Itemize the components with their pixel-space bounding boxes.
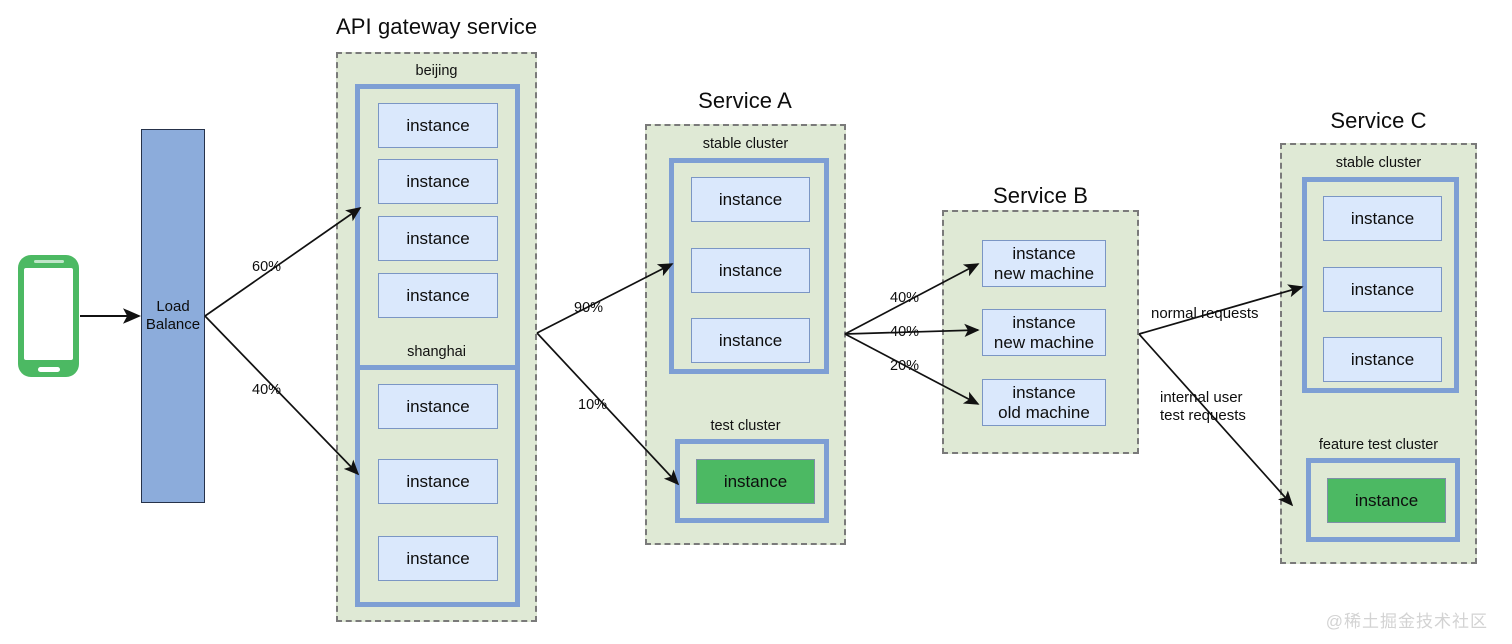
instance-label: instance bbox=[718, 330, 783, 350]
instance-label: instance bbox=[718, 260, 783, 280]
cluster-feature-test-c: instance bbox=[1306, 458, 1460, 542]
instance-box[interactable]: instance bbox=[378, 459, 498, 504]
service-b-group: instance new machine instance new machin… bbox=[942, 210, 1139, 454]
phone-speaker bbox=[33, 260, 64, 263]
service-c-title: Service C bbox=[1330, 108, 1427, 133]
instance-label: instance bbox=[1012, 383, 1076, 403]
load-balancer-label: Load Balance bbox=[145, 297, 201, 333]
instance-sublabel: new machine bbox=[993, 263, 1095, 283]
instance-label: instance bbox=[1350, 349, 1415, 369]
service-a-title: Service A bbox=[698, 88, 792, 113]
region-cluster-shanghai: instance instance instance bbox=[355, 365, 520, 607]
edge-label-a-b-3: 20% bbox=[890, 358, 920, 374]
watermark: @稀土掘金技术社区 bbox=[1325, 612, 1488, 631]
cluster-label-feature-test: feature test cluster bbox=[1318, 437, 1439, 453]
instance-box[interactable]: instance old machine bbox=[982, 379, 1106, 426]
instance-label: instance bbox=[718, 189, 783, 209]
instance-sublabel: old machine bbox=[998, 402, 1090, 422]
cluster-test-a: instance bbox=[675, 439, 829, 523]
region-cluster-beijing: instance instance instance instance bbox=[355, 84, 520, 382]
instance-box[interactable]: instance bbox=[378, 103, 498, 148]
instance-box[interactable]: instance new machine bbox=[982, 240, 1106, 287]
cluster-label-stable: stable cluster bbox=[702, 136, 789, 152]
instance-label: instance bbox=[723, 471, 788, 491]
instance-box[interactable]: instance bbox=[691, 177, 810, 222]
instance-box[interactable]: instance bbox=[378, 216, 498, 261]
instance-label: instance bbox=[406, 285, 470, 305]
instance-box[interactable]: instance bbox=[378, 384, 498, 429]
cluster-label-stable: stable cluster bbox=[1335, 155, 1422, 171]
api-gateway-title: API gateway service bbox=[336, 14, 538, 39]
cluster-stable-a: instance instance instance bbox=[669, 158, 829, 374]
load-balancer-node[interactable]: Load Balance bbox=[141, 129, 205, 503]
edge-label-lb-shanghai: 40% bbox=[252, 382, 282, 398]
instance-box[interactable]: instance bbox=[691, 318, 810, 363]
instance-box[interactable]: instance bbox=[1323, 337, 1442, 382]
instance-label: instance bbox=[1350, 279, 1415, 299]
instance-label: instance bbox=[406, 171, 470, 191]
mobile-phone-icon bbox=[18, 255, 79, 377]
region-label-beijing: beijing bbox=[415, 63, 458, 79]
edge-label-gateway-test-a: 10% bbox=[578, 397, 608, 413]
edge-label-normal-requests: normal requests bbox=[1151, 305, 1259, 322]
edge-label-line2: test requests bbox=[1160, 407, 1246, 424]
instance-box[interactable]: instance bbox=[1323, 196, 1442, 241]
instance-box[interactable]: instance bbox=[378, 273, 498, 318]
cluster-label-test: test cluster bbox=[710, 418, 781, 434]
instance-label: instance bbox=[1012, 313, 1076, 333]
instance-label: instance bbox=[406, 396, 470, 416]
edge-label-a-b-1: 40% bbox=[890, 290, 920, 306]
phone-screen bbox=[24, 268, 73, 360]
instance-label: instance bbox=[406, 548, 470, 568]
instance-box[interactable]: instance bbox=[378, 159, 498, 204]
instance-box[interactable]: instance bbox=[1323, 267, 1442, 312]
instance-box[interactable]: instance bbox=[691, 248, 810, 293]
instance-label: instance bbox=[1350, 208, 1415, 228]
instance-box[interactable]: instance bbox=[378, 536, 498, 581]
edge-label-lb-beijing: 60% bbox=[252, 259, 282, 275]
instance-box[interactable]: instance bbox=[1327, 478, 1446, 523]
edge-label-internal-test-requests: internal user test requests bbox=[1160, 389, 1246, 425]
edge-label-a-b-2: 40% bbox=[890, 324, 920, 340]
instance-box[interactable]: instance new machine bbox=[982, 309, 1106, 356]
region-label-shanghai: shanghai bbox=[407, 344, 466, 360]
instance-sublabel: new machine bbox=[993, 332, 1095, 352]
instance-label: instance bbox=[406, 115, 470, 135]
service-a-group: stable cluster instance instance instanc… bbox=[645, 124, 846, 545]
instance-box[interactable]: instance bbox=[696, 459, 815, 504]
cluster-stable-c: instance instance instance bbox=[1302, 177, 1459, 393]
instance-label: instance bbox=[406, 471, 470, 491]
phone-home-button bbox=[37, 367, 60, 372]
service-c-group: stable cluster instance instance instanc… bbox=[1280, 143, 1477, 564]
instance-label: instance bbox=[406, 228, 470, 248]
service-b-title: Service B bbox=[992, 183, 1089, 208]
instance-label: instance bbox=[1012, 244, 1076, 264]
edge-label-line1: internal user bbox=[1160, 389, 1243, 406]
instance-label: instance bbox=[1354, 490, 1419, 510]
edge-label-gateway-stable-a: 90% bbox=[574, 300, 604, 316]
api-gateway-group: beijing instance instance instance insta… bbox=[336, 52, 537, 622]
